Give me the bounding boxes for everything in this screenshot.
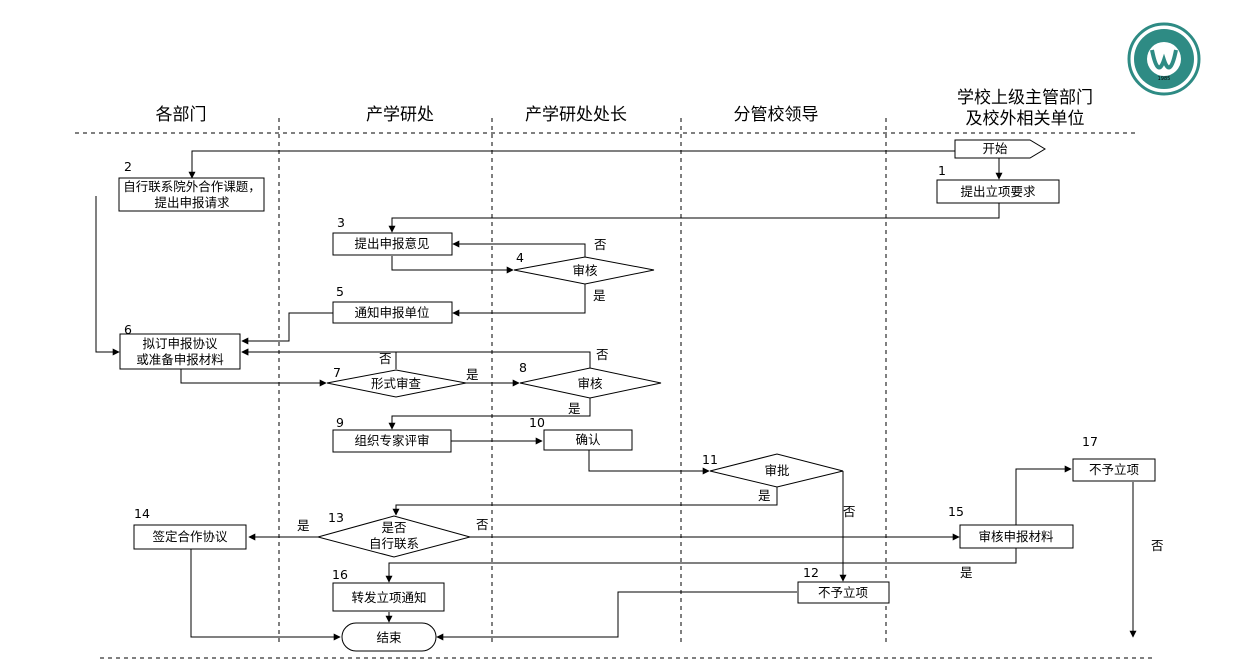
- lane-external-units: 及校外相关单位: [966, 109, 1085, 129]
- connectors: [95, 150, 1137, 641]
- branch-no: 否: [594, 237, 607, 252]
- node-forward-notice-label: 转发立项通知: [351, 590, 426, 605]
- step-number: 14: [134, 506, 150, 521]
- node-confirm: [543, 429, 633, 451]
- node-draft-agreement-label-2: 或准备申报材料: [136, 352, 224, 367]
- branch-yes: 是: [960, 565, 973, 580]
- decision-review-4: [513, 256, 655, 285]
- lane-school-leader: 分管校领导: [734, 105, 819, 125]
- step-number: 5: [336, 284, 344, 299]
- node-draft-agreement: [119, 333, 241, 370]
- branch-no: 否: [596, 347, 609, 362]
- end-label: 结束: [376, 630, 402, 645]
- node-notify-unit: [332, 301, 453, 324]
- decision-formal-review: [326, 369, 467, 398]
- node-department-request-label-2: 提出申报请求: [154, 195, 230, 210]
- branch-yes: 是: [466, 367, 479, 382]
- branch-yes: 是: [297, 518, 310, 533]
- step-number: 3: [337, 215, 345, 230]
- step-number: 4: [516, 250, 524, 265]
- branch-no: 否: [476, 517, 489, 532]
- node-reject-17-label: 不予立项: [1089, 462, 1139, 477]
- node-request-project-label: 提出立项要求: [960, 184, 1036, 199]
- step-number: 17: [1082, 434, 1098, 449]
- step-number: 11: [702, 452, 718, 467]
- branch-no: 否: [843, 504, 856, 519]
- node-draft-agreement-label-1: 拟订申报协议: [142, 336, 218, 351]
- node-reject-17: [1072, 458, 1156, 482]
- step-number: 16: [332, 567, 348, 582]
- node-review-materials-label: 审核申报材料: [978, 529, 1054, 544]
- step-number: 1: [938, 163, 946, 178]
- node-reject-12: [797, 581, 890, 604]
- step-number: 9: [336, 415, 344, 430]
- node-expert-review: [332, 429, 452, 453]
- node-request-project: [936, 179, 1060, 204]
- logo-year: 1985: [1158, 76, 1171, 82]
- node-propose-opinion: [332, 232, 453, 256]
- node-propose-opinion-label: 提出申报意见: [354, 236, 429, 251]
- step-number: 10: [529, 415, 545, 430]
- decision-review-8: [519, 367, 662, 399]
- decision-self-contact-label-1: 是否: [381, 520, 406, 535]
- node-reject-12-label: 不予立项: [818, 585, 868, 600]
- step-number: 12: [803, 565, 819, 580]
- step-number: 2: [124, 159, 132, 174]
- lane-research-office: 产学研处: [366, 105, 434, 125]
- decision-formal-review-label: 形式审查: [371, 376, 422, 391]
- lane-departments: 各部门: [156, 105, 207, 125]
- decision-approval-label: 审批: [764, 463, 789, 478]
- node-forward-notice: [332, 582, 445, 612]
- decision-self-contact-label-2: 自行联系: [369, 536, 419, 551]
- decision-approval: [709, 453, 844, 488]
- branch-yes: 是: [568, 401, 581, 416]
- decision-review-8-label: 审核: [577, 376, 603, 391]
- branch-yes: 是: [593, 288, 606, 303]
- node-department-request: [118, 177, 265, 212]
- decision-self-contact: [316, 515, 472, 558]
- step-number: 15: [948, 504, 964, 519]
- branch-no: 否: [379, 351, 392, 366]
- node-sign-agreement: [133, 524, 247, 550]
- node-review-materials: [959, 524, 1074, 549]
- end-terminal: [341, 622, 437, 652]
- node-sign-agreement-label: 签定合作协议: [152, 529, 228, 544]
- branch-no: 否: [1151, 538, 1164, 553]
- start-label: 开始: [982, 141, 1008, 156]
- node-confirm-label: 确认: [575, 432, 601, 447]
- decision-review-4-label: 审核: [572, 263, 598, 278]
- node-notify-unit-label: 通知申报单位: [354, 305, 429, 320]
- step-number: 7: [333, 365, 341, 380]
- step-number: 8: [519, 360, 527, 375]
- start-terminal: [954, 139, 1046, 159]
- node-expert-review-label: 组织专家评审: [354, 433, 429, 448]
- node-department-request-label-1: 自行联系院外合作课题，: [123, 179, 261, 194]
- step-number: 13: [328, 510, 344, 525]
- lane-superior-dept: 学校上级主管部门: [957, 88, 1093, 108]
- step-number: 6: [124, 322, 132, 337]
- branch-yes: 是: [758, 488, 771, 503]
- lane-office-director: 产学研处处长: [525, 105, 627, 125]
- university-logo: 1985: [1127, 22, 1201, 96]
